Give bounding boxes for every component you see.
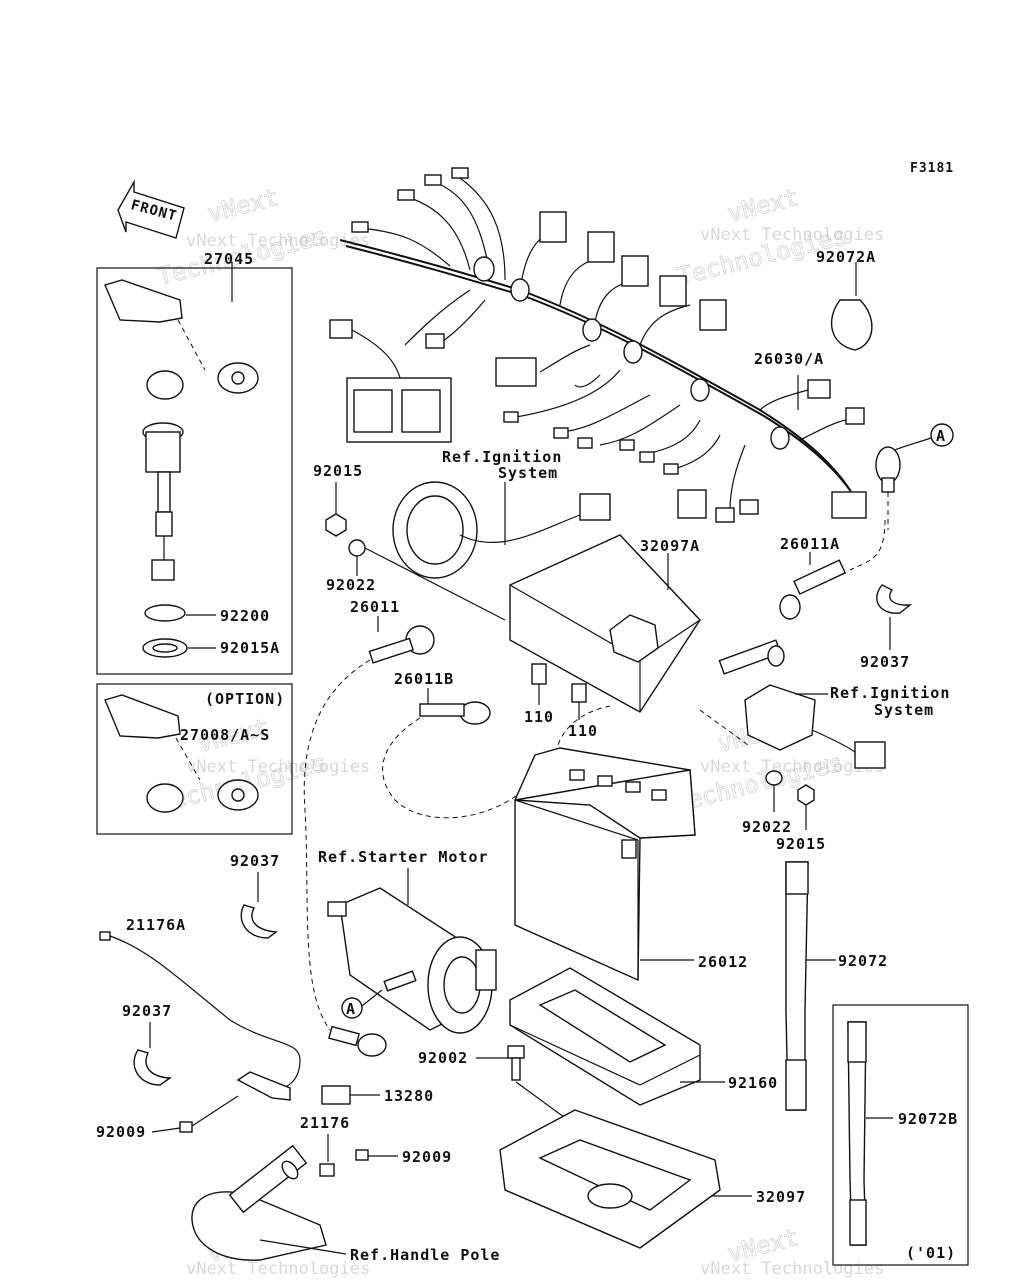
part-32097-label[interactable]: 32097 [756, 1188, 806, 1206]
front-arrow-icon: FRONT [117, 179, 185, 239]
watermark-company: vNext Technologies [700, 757, 884, 777]
washer-icon[interactable] [348, 539, 366, 557]
ref-ignition-top-line2: System [498, 464, 558, 482]
bolt-icon[interactable] [571, 683, 587, 720]
part-92037-left-label[interactable]: 92037 [122, 1002, 172, 1020]
part-92009-left-label[interactable]: 92009 [96, 1123, 146, 1141]
main-harness-icon[interactable] [329, 167, 867, 523]
starter-motor-icon[interactable] [327, 887, 497, 1034]
bolt-icon[interactable] [531, 663, 547, 705]
callout-a-bottom [341, 997, 363, 1019]
washer-icon[interactable] [144, 604, 186, 622]
part-92015-right-label[interactable]: 92015 [776, 835, 826, 853]
part-26011-label[interactable]: 26011 [350, 598, 400, 616]
part-110b-label[interactable]: 110 [568, 722, 598, 740]
ref-ignition-right-line2: System [874, 701, 934, 719]
cable-end-icon[interactable] [328, 1025, 387, 1057]
part-92072-label[interactable]: 92072 [838, 952, 888, 970]
clamp-92037-left-icon[interactable] [133, 1049, 173, 1086]
nut-icon[interactable] [797, 784, 815, 806]
part-92200-label[interactable]: 92200 [220, 607, 270, 625]
handle-pole-icon[interactable] [191, 1144, 327, 1261]
part-26030-label[interactable]: 26030/A [754, 350, 824, 368]
cable-26011-icon[interactable] [303, 625, 435, 1031]
watermark-company: vNext Technologies [700, 225, 884, 245]
battery-tray-icon[interactable] [509, 967, 701, 1106]
ref-ignition-right-line1: Ref.Ignition [830, 684, 950, 702]
screw-icon[interactable] [179, 1095, 239, 1133]
strap-92072B-icon[interactable] [847, 1021, 867, 1246]
part-92015A-label[interactable]: 92015A [220, 639, 280, 657]
screw-icon[interactable] [355, 1149, 398, 1161]
part-92037-right-label[interactable]: 92037 [860, 653, 910, 671]
washer-icon[interactable] [765, 770, 783, 786]
part-26011A-label[interactable]: 26011A [780, 535, 840, 553]
year-label: ('01) [906, 1244, 956, 1262]
clamp-92037-right-icon[interactable] [876, 584, 913, 614]
part-92072B-label[interactable]: 92072B [898, 1110, 958, 1128]
ignition-switch-icon[interactable] [142, 422, 184, 581]
watermark-company: vNext Technologies [186, 757, 370, 777]
ignition-coil-icon[interactable] [392, 481, 611, 579]
part-92072A-label[interactable]: 92072A [816, 248, 876, 266]
cable-26011B-icon[interactable] [382, 701, 611, 819]
figure-code: F3181 [910, 161, 954, 176]
sensor-wire-21176A-icon[interactable] [99, 931, 301, 1101]
sensor-21176-icon[interactable] [319, 1163, 335, 1177]
watermark-company: vNext Technologies [186, 1259, 370, 1279]
starter-relay-icon[interactable] [699, 639, 886, 769]
part-13280-label[interactable]: 13280 [384, 1087, 434, 1105]
strap-92072-icon[interactable] [785, 861, 809, 1111]
part-92160-label[interactable]: 92160 [728, 1074, 778, 1092]
ignition-key-set-box [96, 267, 293, 675]
part-92002-label[interactable]: 92002 [418, 1049, 468, 1067]
bolt-icon[interactable] [383, 970, 417, 992]
part-92037-mid-label[interactable]: 92037 [230, 852, 280, 870]
part-92015-top-label[interactable]: 92015 [313, 462, 363, 480]
callout-a-top [930, 423, 954, 447]
part-27008-label[interactable]: 27008/A~S [180, 726, 270, 744]
part-26011B-label[interactable]: 26011B [394, 670, 454, 688]
watermark-company: vNext Technologies [700, 1259, 884, 1279]
cable-26011A-icon[interactable] [779, 519, 886, 620]
option-key-set-box [96, 683, 293, 835]
bolt-icon[interactable] [507, 1045, 525, 1081]
battery-cover-icon[interactable] [509, 534, 701, 713]
part-92022-top-label[interactable]: 92022 [326, 576, 376, 594]
watermark-company: vNext Technologies [186, 231, 370, 251]
callout-a-bottom-label: A [346, 1000, 356, 1018]
part-26012-label[interactable]: 26012 [698, 953, 748, 971]
strap-92072B-box [832, 1004, 969, 1266]
option-key-fob-icon[interactable] [104, 694, 259, 813]
part-92009-right-label[interactable]: 92009 [402, 1148, 452, 1166]
option-label: (OPTION) [205, 690, 285, 708]
part-110a-label[interactable]: 110 [524, 708, 554, 726]
part-32097A-label[interactable]: 32097A [640, 537, 700, 555]
watermark-vnext: vNext [725, 183, 802, 228]
clamp-92072A-icon[interactable] [830, 299, 873, 351]
callout-a-top-label: A [936, 427, 946, 445]
part-27045-label[interactable]: 27045 [204, 250, 254, 268]
label-sticker-icon[interactable] [321, 1085, 351, 1105]
battery-box-icon[interactable] [499, 1109, 721, 1249]
battery-icon[interactable] [514, 747, 696, 982]
nut-icon[interactable] [325, 513, 347, 537]
part-92022-right-label[interactable]: 92022 [742, 818, 792, 836]
ref-handle-pole: Ref.Handle Pole [350, 1246, 500, 1264]
part-21176A-label[interactable]: 21176A [126, 916, 186, 934]
ref-starter-motor: Ref.Starter Motor [318, 848, 489, 866]
part-21176-label[interactable]: 21176 [300, 1114, 350, 1132]
watermark-vnext: vNext [205, 183, 282, 228]
clamp-92037-mid-icon[interactable] [240, 904, 278, 939]
ref-ignition-top-line1: Ref.Ignition [442, 448, 562, 466]
key-fob-icon[interactable] [104, 279, 259, 400]
